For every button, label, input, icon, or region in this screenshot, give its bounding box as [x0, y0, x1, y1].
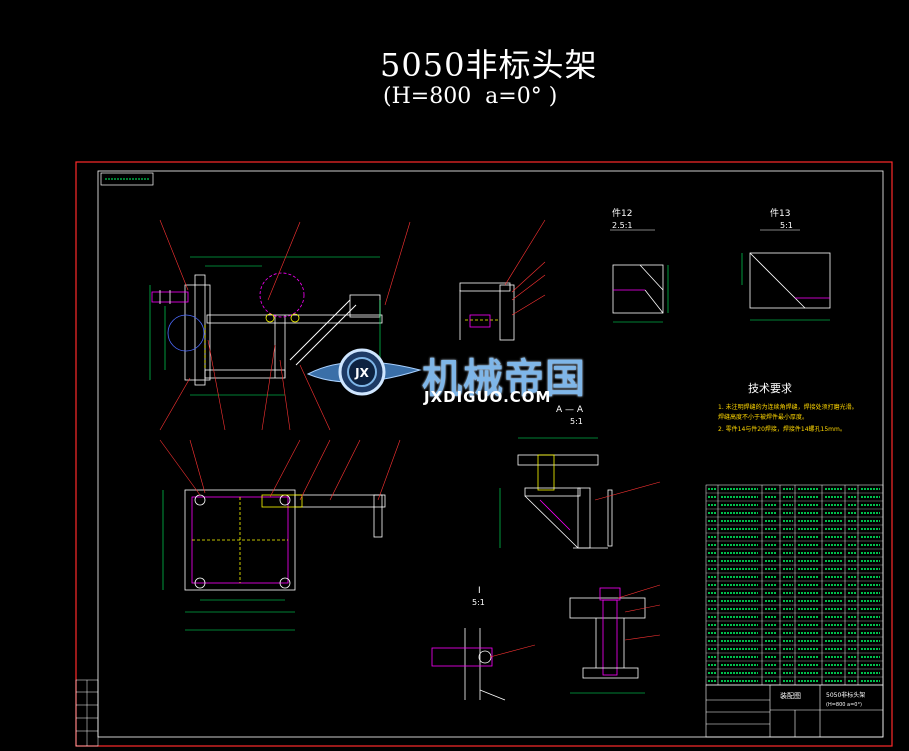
- watermark-logo-text: 机械帝国: [422, 356, 586, 402]
- title-block: [705, 684, 884, 738]
- parts-list-rows: [706, 488, 883, 686]
- detail-part12: [612, 264, 664, 314]
- detail-2-scale: 5:1: [780, 221, 793, 230]
- detail-i: [431, 628, 506, 701]
- tech-note-2: 焊缝高度不小于被焊件最小厚度。: [718, 414, 809, 421]
- tech-note-3: 2. 零件14与件20焊接，焊接件14螺孔15mm。: [718, 426, 846, 433]
- sheet-tag-box: [100, 172, 154, 186]
- section-a-a: [517, 454, 613, 549]
- side-view: [459, 282, 515, 341]
- section-a-a-leader: [594, 481, 661, 501]
- detail-part13: [749, 252, 831, 309]
- section-a-label: A — A: [556, 405, 584, 415]
- title-block-name: 5050非标头架: [826, 691, 865, 699]
- detail-part13-dims: [741, 229, 830, 321]
- section-a-scale: 5:1: [570, 417, 583, 426]
- tech-note-1: 1. 未注明焊缝的为连续角焊缝，焊接处须打磨光滑。: [718, 404, 858, 411]
- drawing-title: 5050非标头架: [380, 46, 598, 84]
- detail-1-label: 件12: [612, 207, 632, 219]
- detail-part12-dims: [610, 229, 669, 323]
- detail-1-scale: 2.5:1: [612, 221, 633, 230]
- watermark-emblem: JX: [306, 348, 422, 396]
- detail-i-label: I: [478, 586, 481, 596]
- detail-i-scale: 5:1: [472, 598, 485, 607]
- front-view-leaders: [159, 219, 411, 431]
- sheet-border-inner: [97, 170, 884, 738]
- bolt-section: [569, 587, 646, 679]
- side-view-leaders: [504, 219, 546, 316]
- bolt-section-leaders: [617, 584, 661, 641]
- front-view: [151, 272, 383, 386]
- tech-requirements-title: 技术要求: [748, 382, 792, 395]
- plan-view-leaders: [159, 439, 401, 501]
- title-block-doc-type: 装配图: [780, 691, 801, 700]
- sheet-border-outer: [75, 161, 893, 747]
- section-a-a-dims: [499, 437, 598, 548]
- watermark-domain-text: JXDIGUO.COM: [424, 388, 552, 406]
- title-block-sub: (H=800 a=0°): [826, 702, 862, 708]
- revision-block: [75, 679, 99, 747]
- drawing-subtitle: (H=800 a=0° ): [383, 84, 558, 109]
- watermark-emblem-text: JX: [354, 366, 369, 380]
- detail-i-leader: [489, 644, 536, 658]
- plan-view: [184, 489, 386, 591]
- detail-2-label: 件13: [770, 207, 790, 219]
- plan-view-dims: [162, 490, 295, 631]
- parts-list-table: [705, 484, 884, 686]
